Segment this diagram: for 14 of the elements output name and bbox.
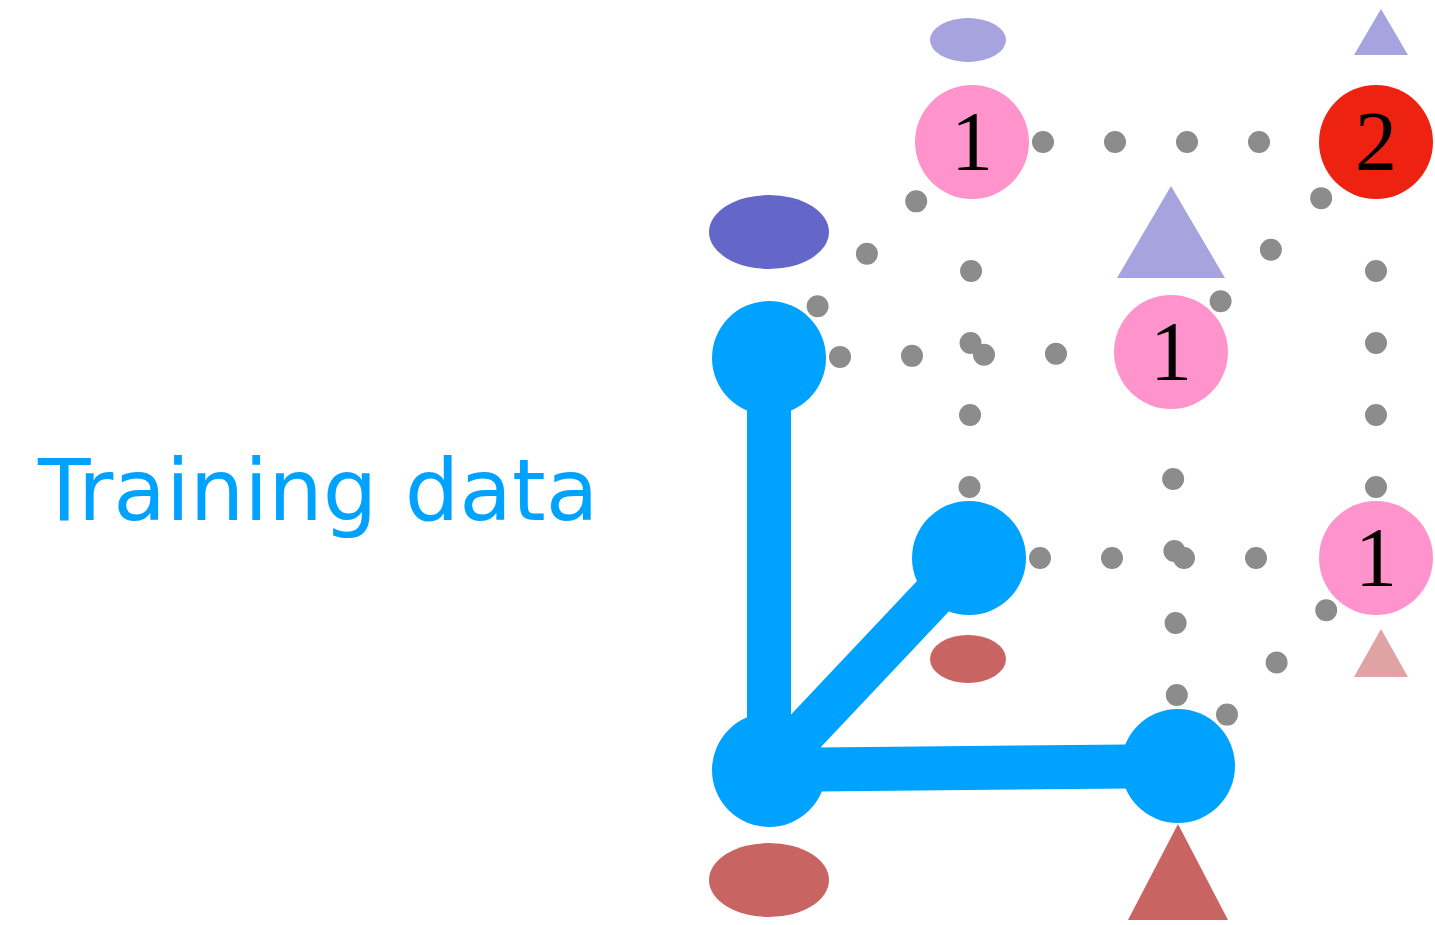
dotted-line	[1216, 598, 1338, 726]
triangle-marker	[1354, 9, 1408, 55]
ellipse-marker	[930, 635, 1006, 683]
ellipse-marker	[709, 195, 829, 269]
numbered-circle: 2	[1319, 85, 1433, 199]
triangle-marker	[1128, 824, 1228, 920]
numbered-circle: 1	[915, 85, 1029, 199]
axis-caption: Training data	[38, 440, 599, 540]
numbered-circle: 1	[1319, 501, 1433, 615]
numbered-circle: 1	[1114, 295, 1228, 409]
triangle-marker	[1354, 629, 1408, 677]
ellipse-marker	[709, 843, 829, 917]
triangle-marker	[1117, 186, 1225, 278]
ellipse-marker	[930, 18, 1006, 62]
